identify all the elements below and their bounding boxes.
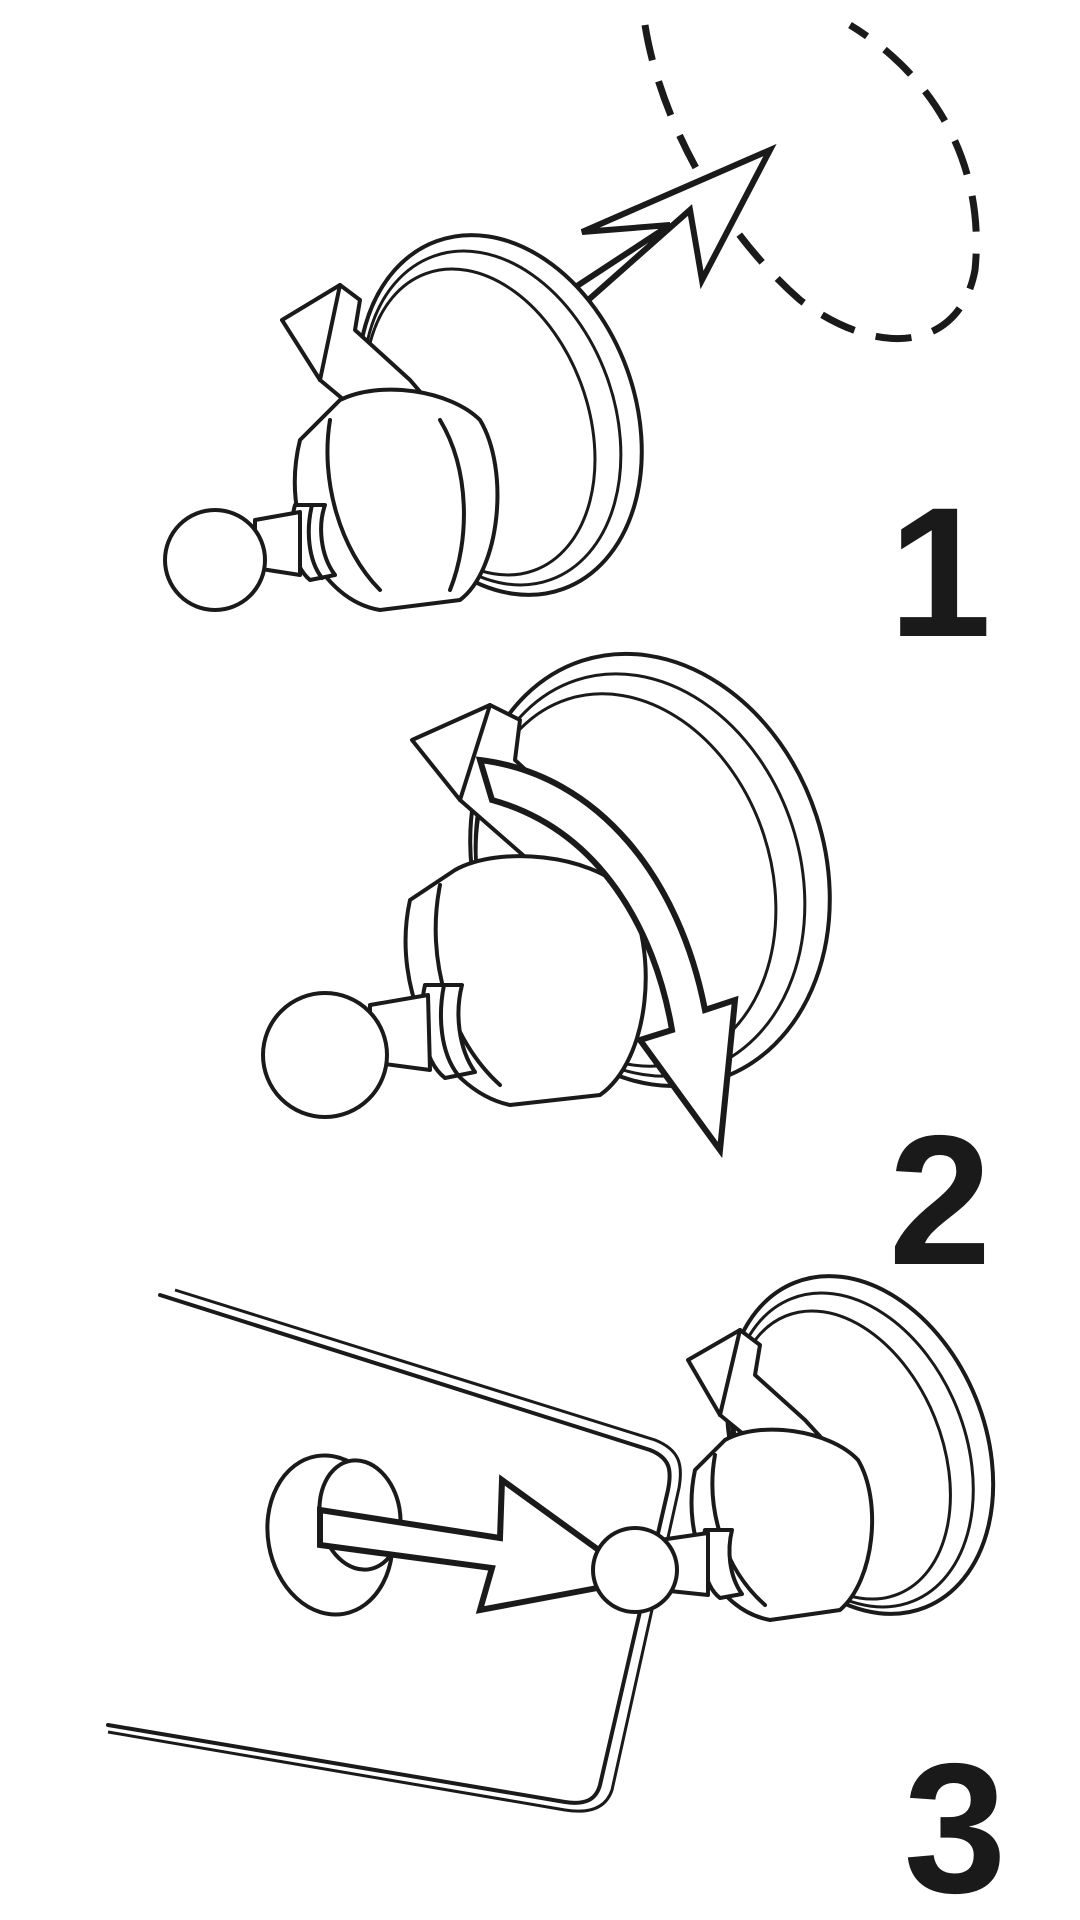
dashed-target-icon [641, 22, 980, 343]
step-2-curved-arrow-icon [475, 756, 739, 1159]
step-2-number: 2 [889, 1098, 992, 1304]
step-2-illustration [261, 651, 832, 1159]
step-1-illustration [163, 22, 980, 612]
step-1-number: 1 [889, 470, 992, 676]
step-2-suction-mount-icon [261, 651, 832, 1119]
step-3-number: 3 [904, 1726, 1007, 1920]
step-3-suction-mount-icon [591, 1274, 996, 1622]
step-1-suction-mount-icon [163, 233, 644, 612]
step-3-illustration [106, 1274, 996, 1813]
step-3-arrow-icon [317, 1474, 648, 1614]
